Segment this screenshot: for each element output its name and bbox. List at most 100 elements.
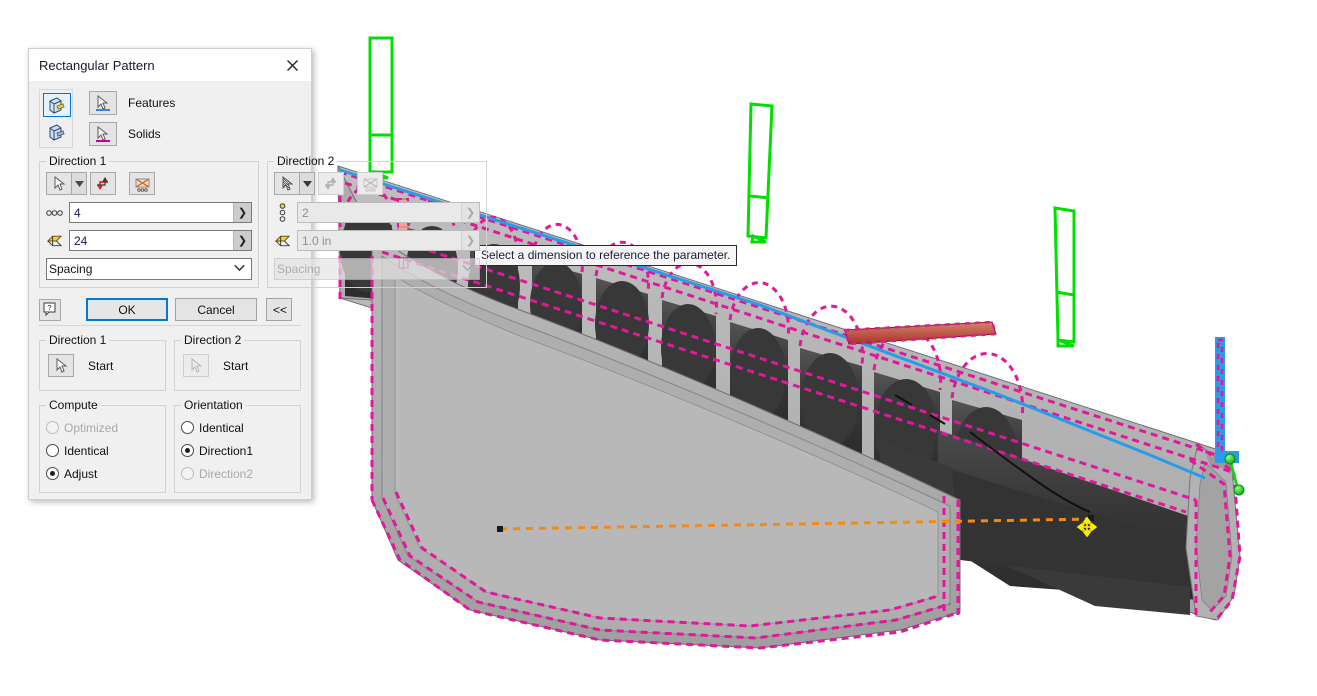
orientation-option-identical[interactable]: Identical: [181, 416, 294, 439]
dimension-reference-line: [497, 515, 1094, 532]
collapse-button[interactable]: <<: [266, 298, 292, 321]
direction2-spacing-field: ❯: [297, 230, 480, 251]
direction2-chevron-down-icon[interactable]: [300, 172, 315, 195]
radio-button[interactable]: [181, 444, 194, 457]
compute-legend: Compute: [49, 398, 98, 412]
orientation-direction1-label: Direction1: [199, 443, 254, 458]
direction1-legend: Direction 1: [49, 154, 107, 168]
compute-option-identical[interactable]: Identical: [46, 439, 159, 462]
rectangular-pattern-dialog: Rectangular Pattern: [28, 48, 487, 500]
direction1-spacing-more-icon[interactable]: ❯: [233, 231, 251, 250]
work-axis-3: [1053, 206, 1076, 348]
orientation-direction2-label: Direction2: [199, 466, 254, 481]
dialog-titlebar: Rectangular Pattern: [29, 49, 311, 81]
direction2-select-path-cursor-icon[interactable]: [274, 172, 300, 195]
direction2-count-row: ❯: [274, 202, 480, 223]
direction1-chevron-down-icon[interactable]: [72, 172, 87, 195]
direction2-group: Direction 2: [267, 154, 487, 288]
direction-groups-row: Direction 1: [39, 154, 487, 288]
start-direction1-label: Start: [88, 358, 114, 373]
direction1-mode-combo-wrap: Spacing: [46, 258, 252, 280]
start-direction1-group: Direction 1 Start: [39, 333, 166, 391]
start-direction2-group: Direction 2 Start: [174, 333, 301, 391]
start-direction1-row[interactable]: Start: [46, 351, 159, 383]
direction1-count-row: ❯: [46, 202, 252, 223]
direction1-mode-select[interactable]: Spacing: [46, 258, 252, 280]
compute-identical-label: Identical: [64, 443, 109, 458]
direction2-mode-select: Spacing: [274, 258, 480, 280]
start-direction2-legend: Direction 2: [184, 333, 242, 347]
select-solids-button[interactable]: Solids: [89, 122, 175, 146]
selected-rib: [843, 320, 998, 346]
direction1-count-more-icon[interactable]: ❯: [233, 203, 251, 222]
solids-label: Solids: [128, 127, 161, 141]
start-groups-row: Direction 1 Start Direction 2 Start: [39, 333, 301, 391]
direction1-spacing-input[interactable]: [70, 231, 233, 250]
orientation-option-direction1[interactable]: Direction1: [181, 439, 294, 462]
help-icon[interactable]: ?: [39, 298, 61, 321]
sketch-curve: [894, 394, 1091, 513]
close-icon[interactable]: [277, 52, 307, 78]
direction1-midplane-icon[interactable]: [129, 172, 155, 195]
direction2-spacing-input: [298, 231, 461, 250]
direction1-flip-direction-icon[interactable]: [90, 172, 116, 195]
direction2-count-more-icon: ❯: [461, 203, 479, 222]
orientation-group: Orientation Identical Direction1 Directi…: [174, 398, 301, 493]
ok-button[interactable]: OK: [86, 298, 168, 321]
blue-work-feature: [1215, 337, 1245, 496]
direction2-flip-direction-icon: [318, 172, 344, 195]
pattern-solid-icon[interactable]: [43, 120, 71, 144]
dialog-title: Rectangular Pattern: [39, 57, 155, 73]
direction2-midplane-icon: [357, 172, 383, 195]
selection-type-row: Features Solids: [39, 89, 301, 148]
compute-group: Compute Optimized Identical Adjust: [39, 398, 166, 493]
radio-button[interactable]: [181, 421, 194, 434]
radio-button: [46, 421, 59, 434]
direction2-count-field: ❯: [297, 202, 480, 223]
arrow-cursor-icon: [89, 91, 117, 115]
dialog-action-bar: ? OK Cancel <<: [39, 298, 301, 321]
count-dots-vertical-icon: [274, 203, 291, 222]
compute-option-adjust[interactable]: Adjust: [46, 462, 159, 485]
radio-button[interactable]: [46, 467, 59, 480]
select-features-button[interactable]: Features: [89, 91, 175, 115]
orientation-identical-label: Identical: [199, 420, 244, 435]
direction2-button-row: [274, 172, 480, 195]
start-direction1-legend: Direction 1: [49, 333, 107, 347]
orientation-legend: Orientation: [184, 398, 243, 412]
start-direction2-label: Start: [223, 358, 249, 373]
start-direction2-row: Start: [181, 351, 294, 383]
compute-orientation-row: Compute Optimized Identical Adjust Orien…: [39, 398, 301, 493]
direction1-count-input[interactable]: [70, 203, 233, 222]
pattern-feature-icon[interactable]: [43, 93, 71, 117]
spacing-diamond-icon: [274, 232, 291, 249]
direction1-select-path-cursor-icon[interactable]: [46, 172, 72, 195]
direction2-count-input: [298, 203, 461, 222]
dialog-separator: [39, 325, 301, 326]
move-cursor-icon: [1076, 516, 1098, 538]
spacing-diamond-icon: [46, 232, 63, 249]
pattern-type-stack: [39, 89, 73, 148]
features-label: Features: [128, 96, 176, 110]
compute-option-optimized: Optimized: [46, 416, 159, 439]
radio-button[interactable]: [46, 444, 59, 457]
direction2-legend: Direction 2: [277, 154, 335, 168]
direction1-count-field[interactable]: ❯: [69, 202, 252, 223]
viewport-tooltip: Select a dimension to reference the para…: [474, 245, 738, 266]
work-axis-2: [746, 102, 774, 244]
direction1-group: Direction 1: [39, 154, 259, 288]
start-direction1-arrow-cursor-icon[interactable]: [48, 354, 74, 377]
front-flange: [371, 230, 961, 649]
direction1-spacing-field[interactable]: ❯: [69, 230, 252, 251]
work-axes: [368, 36, 1076, 348]
cancel-button[interactable]: Cancel: [175, 298, 257, 321]
radio-button: [181, 467, 194, 480]
direction1-button-row: [46, 172, 252, 195]
direction2-spacing-row: ❯: [274, 230, 480, 251]
lower-cylinder-mass: [880, 430, 1200, 615]
direction2-spacing-more-icon: ❯: [461, 231, 479, 250]
compute-adjust-label: Adjust: [64, 466, 98, 481]
arrow-cursor-icon: [89, 122, 117, 146]
direction2-mode-combo-wrap: Spacing: [274, 258, 480, 280]
